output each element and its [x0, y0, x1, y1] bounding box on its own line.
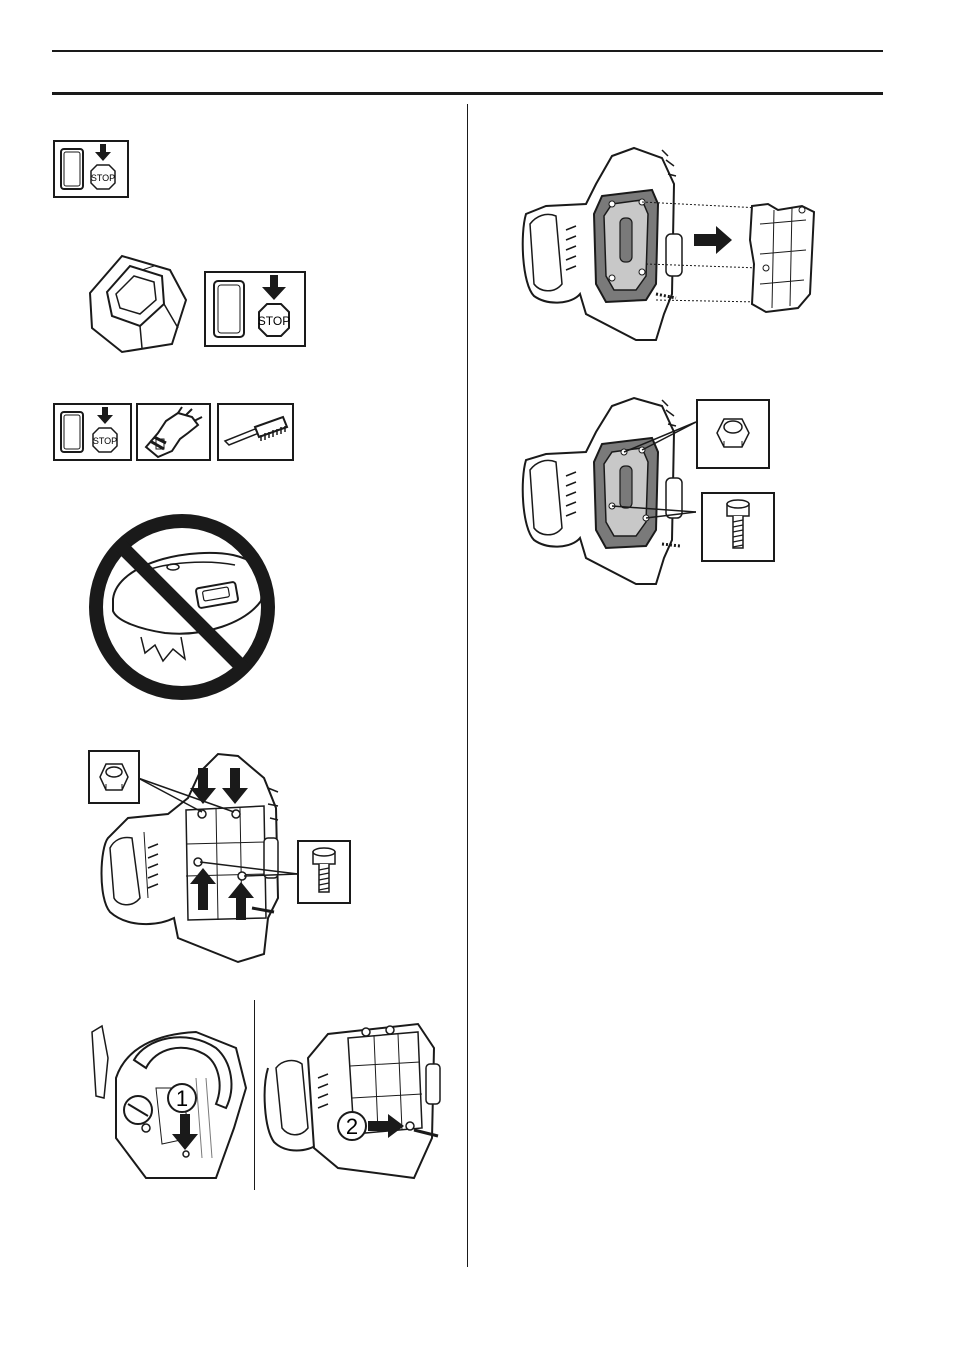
brush-icon [217, 403, 294, 461]
step-divider [254, 1000, 255, 1190]
step-illustration-1: 1 [86, 1018, 251, 1188]
stop-label-large: STOP [258, 314, 290, 328]
screw-icon-right [701, 492, 775, 562]
cover-removal-illustration [516, 144, 821, 346]
glove-icon [136, 403, 211, 461]
step-2-label: 2 [346, 1114, 358, 1139]
header-rule-bottom [52, 92, 883, 95]
cover-installed-illustration [516, 394, 696, 594]
stop-switch-icon-small: STOP [53, 140, 129, 198]
header-rule-top [52, 50, 883, 52]
step-1-label: 1 [176, 1086, 188, 1111]
screw-icon [297, 840, 351, 904]
nut-icon-right [696, 399, 770, 469]
stop-switch-icon-large: STOP [204, 271, 306, 347]
switch-illustration [82, 248, 192, 358]
nut-icon [88, 750, 140, 804]
prohibited-cover-illustration [85, 511, 280, 703]
stop-label-row: STOP [93, 436, 117, 446]
stop-switch-icon-row: STOP [53, 403, 132, 461]
step-illustration-2: 2 [258, 1018, 443, 1188]
stop-label-small: STOP [91, 173, 115, 183]
column-divider [467, 104, 468, 1267]
